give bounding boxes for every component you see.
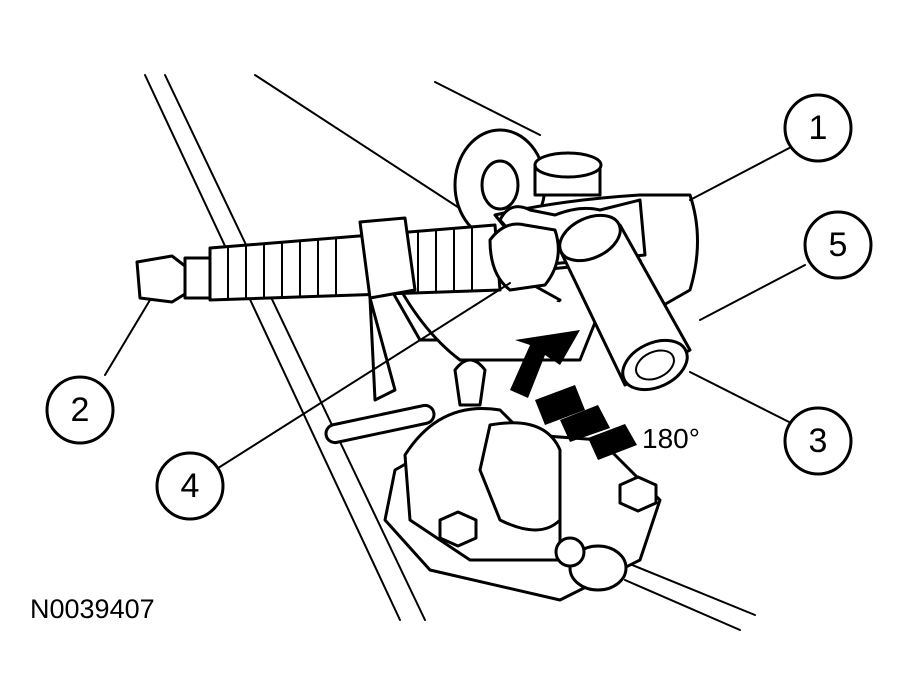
- leader-lines: [104, 144, 806, 471]
- bench-vise: [324, 358, 662, 602]
- cross-joint: [488, 222, 560, 292]
- rotation-arrow: [510, 330, 637, 460]
- callout-5: 5: [803, 210, 873, 280]
- callout-4-label: 4: [181, 467, 200, 505]
- background-lines: [144, 74, 756, 631]
- screw-threads: [227, 227, 473, 299]
- callout-4: 4: [155, 451, 225, 521]
- rotation-angle-label: 180°: [642, 423, 700, 454]
- callout-3-label: 3: [809, 422, 828, 460]
- forcing-screw: [135, 216, 502, 402]
- callout-3: 3: [783, 406, 853, 476]
- splined-shaft: [558, 213, 692, 392]
- callout-2: 2: [45, 375, 115, 445]
- callout-1-label: 1: [809, 109, 828, 147]
- figure-id: N0039407: [30, 594, 155, 624]
- callout-2-label: 2: [71, 391, 90, 429]
- callout-1: 1: [783, 93, 853, 163]
- callout-5-label: 5: [829, 226, 848, 264]
